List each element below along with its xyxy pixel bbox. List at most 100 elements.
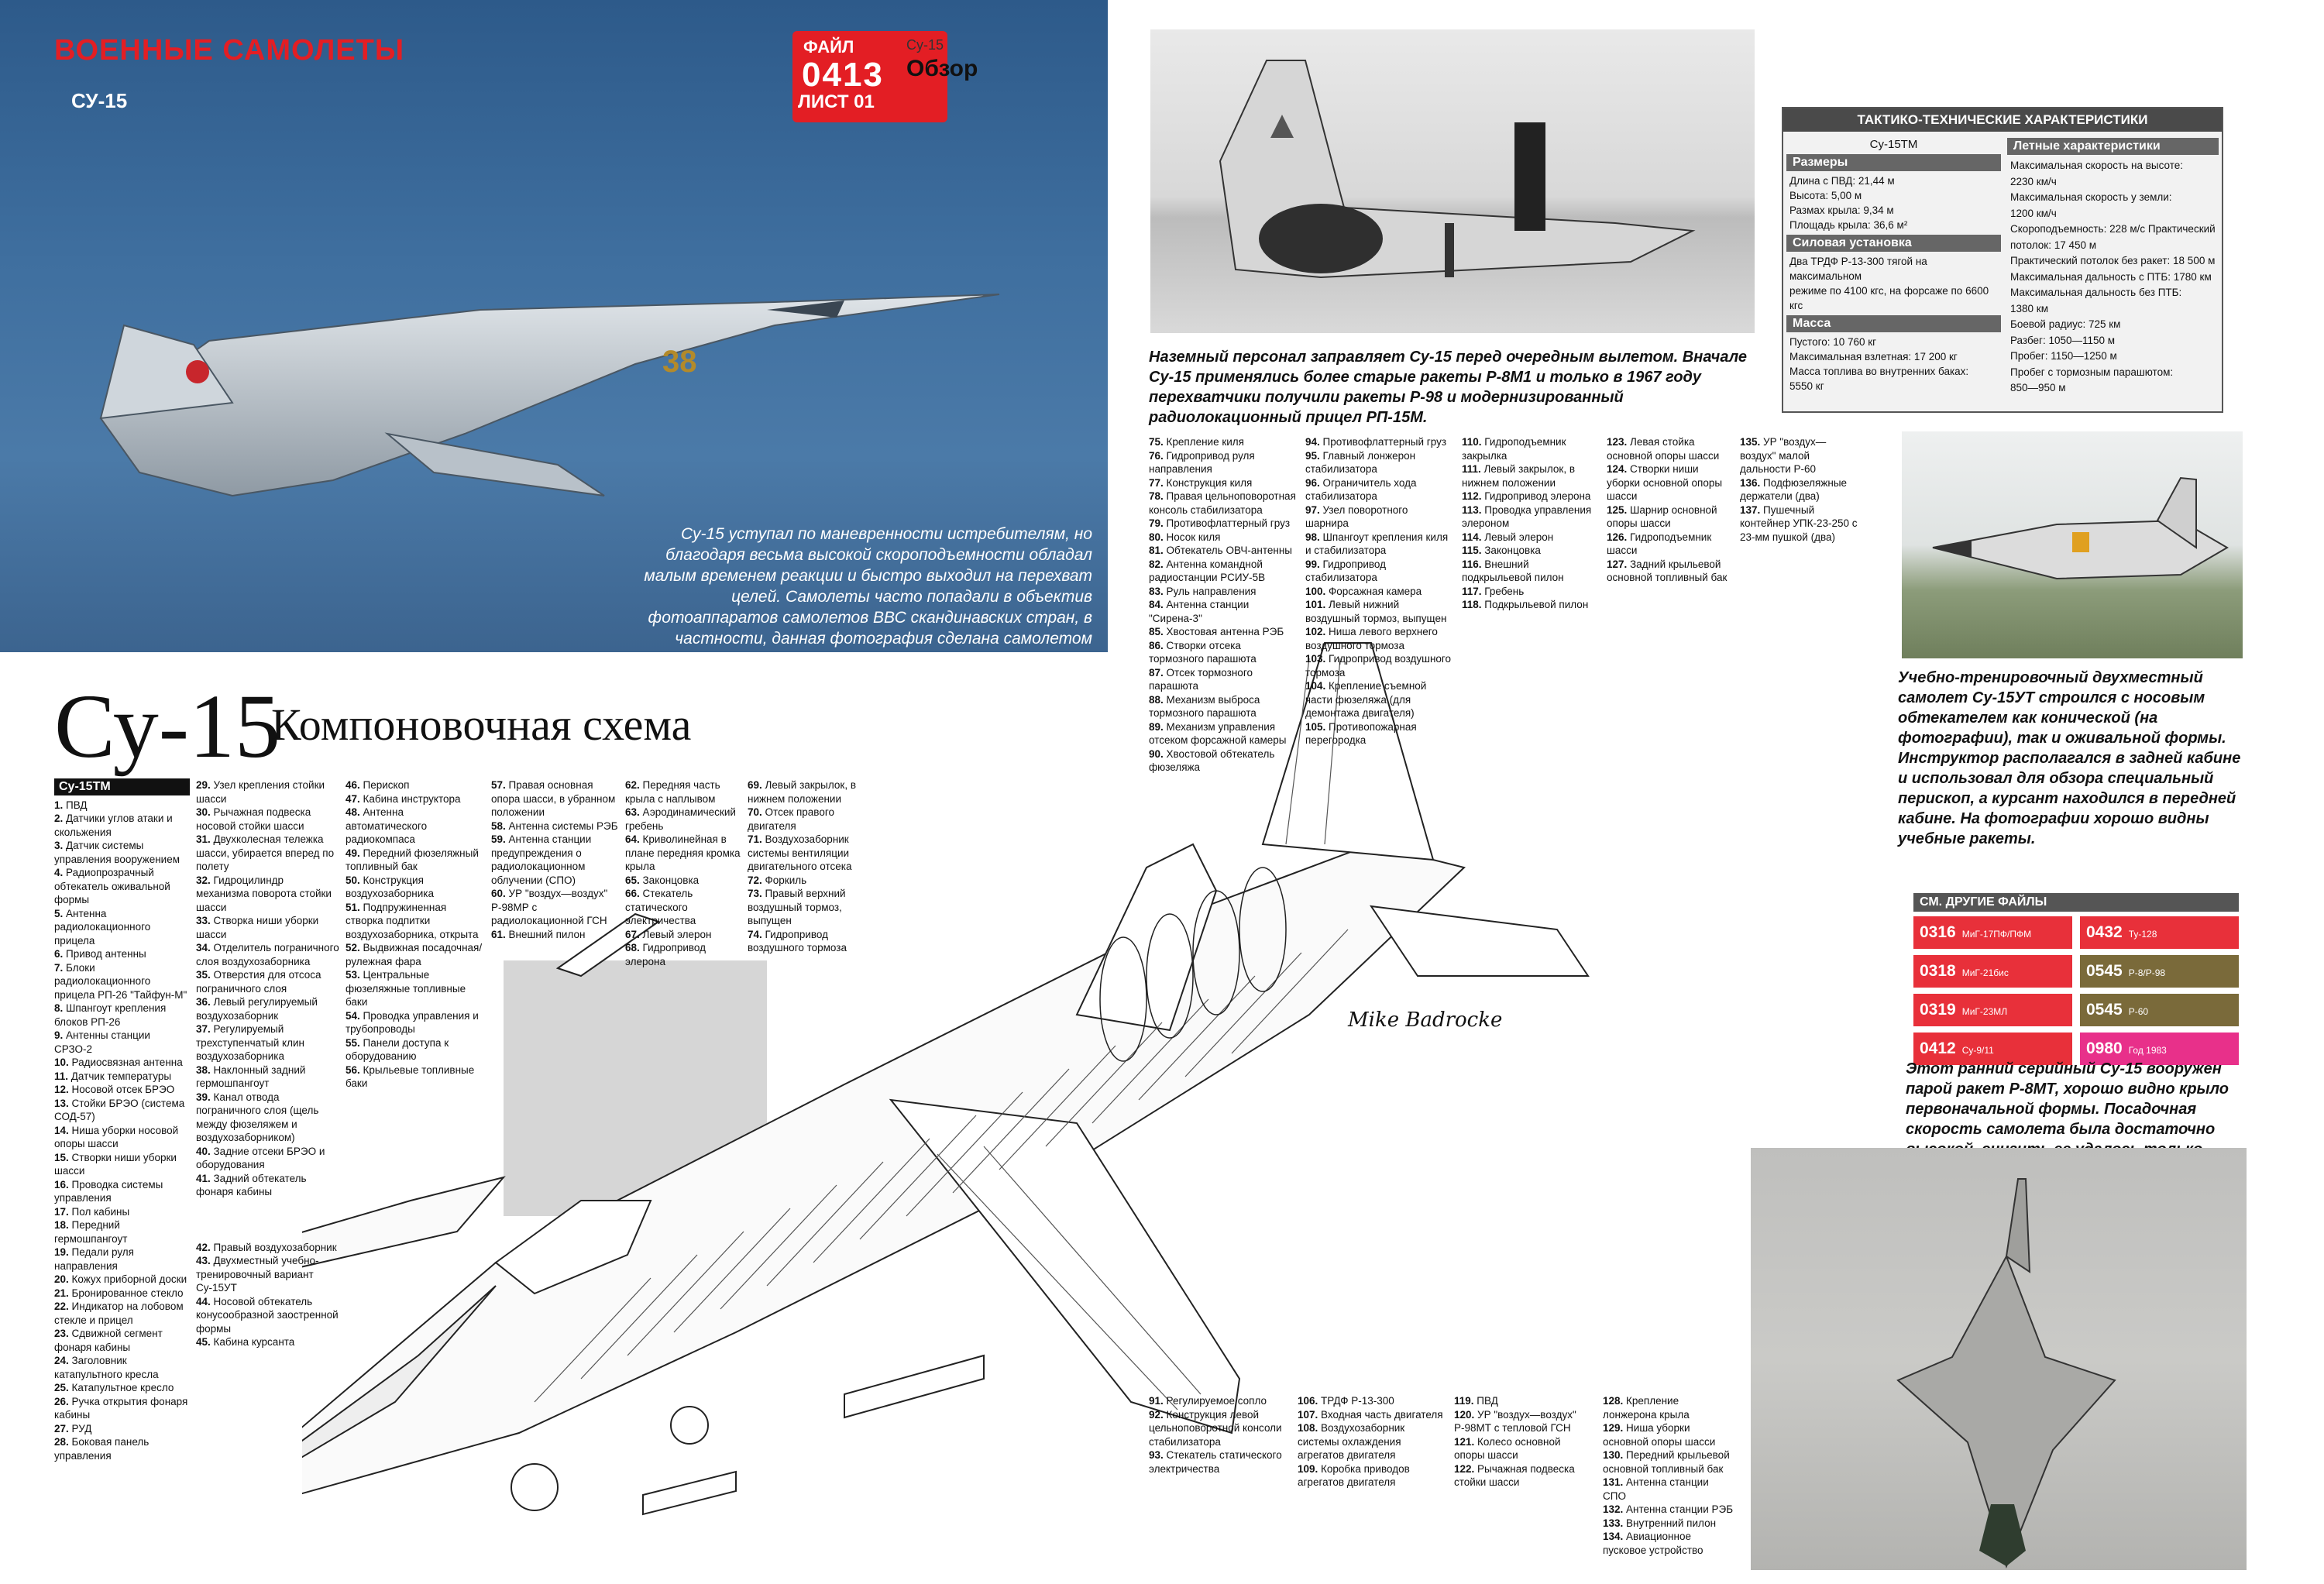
other-file-name: Год 1983 — [2128, 1045, 2167, 1056]
legend-item: 108. Воздухозаборник системы охлаждения … — [1298, 1422, 1405, 1461]
artist-signature: Mike Badrocke — [1347, 1008, 1502, 1032]
file-badge: ФАЙЛ 0413 — [792, 31, 947, 122]
aircraft-silhouette-flight: 38 — [99, 294, 1000, 497]
legend-item: 104. Крепление съемной части фюзеляжа (д… — [1305, 680, 1427, 719]
legend-item: 120. УР "воздух—воздух" Р-98МТ с теплово… — [1454, 1408, 1576, 1435]
performance-line: режиме по 4100 кгс, на форсаже по 6600 к… — [1789, 285, 1989, 311]
legend-item: 81. Обтекатель ОВЧ-антенны — [1149, 545, 1292, 556]
legend-item: 96. Ограничитель хода стабилизатора — [1305, 476, 1417, 503]
legend-item: 61. Внешний пилон — [491, 928, 586, 940]
legend-item: 88. Механизм выброса тормозного парашюта — [1149, 693, 1260, 720]
legend-item: 2. Датчики углов атаки и скольжения — [54, 813, 173, 838]
legend-item: 134. Авиационное пусковое устройство — [1603, 1531, 1703, 1556]
legend-item: 13. Стойки БРЭО (система СОД-57) — [54, 1097, 185, 1123]
photo-early-su15 — [1751, 1148, 2247, 1570]
aircraft-silhouette-parked — [1896, 1178, 2116, 1569]
legend-item: 11. Датчик температуры — [54, 1070, 172, 1082]
legend-item: 16. Проводка системы управления — [54, 1178, 163, 1204]
legend-item: 5. Антенна радиолокационного прицела — [54, 907, 151, 947]
performance-line: Площадь крыла: 36,6 м² — [1789, 219, 1908, 231]
legend-item: 118. Подкрыльевой пилон — [1462, 599, 1589, 610]
legend-item: 125. Шарнир основной опоры шасси — [1607, 503, 1717, 530]
other-file-name: МиГ-21бис — [1961, 967, 2009, 978]
legend-item: 97. Узел поворотного шарнира — [1305, 503, 1408, 530]
legend-top-column-5: 135. УР "воздух—воздух" малой дальности … — [1740, 435, 1860, 775]
legend-item: 48. Антенна автоматического радиокомпаса — [346, 806, 428, 845]
legend-item: 122. Рычажная подвеска стойки шасси — [1454, 1462, 1575, 1489]
legend-item: 17. Пол кабины — [54, 1205, 130, 1218]
file-section: Обзор — [906, 56, 978, 81]
legend-item — [196, 1199, 339, 1241]
legend-item: 50. Конструкция воздухозаборника — [346, 874, 435, 900]
performance-line: 1200 км/ч — [2010, 207, 2057, 219]
performance-line: потолок: 17 450 м — [2010, 239, 2097, 251]
other-file-number: 0316 — [1920, 923, 1956, 941]
legend-item: 115. Законцовка — [1462, 545, 1541, 556]
legend-item: 128. Крепление лонжерона крыла — [1603, 1395, 1690, 1421]
performance-line: Длина с ПВД: 21,44 м — [1789, 175, 1895, 187]
legend-item: 92. Конструкция левой цельноповоротной к… — [1149, 1408, 1282, 1448]
legend-item: 74. Гидропривод воздушного тормоза — [748, 928, 847, 954]
legend-item: 4. Радиопрозрачный обтекатель оживальной… — [54, 867, 170, 905]
legend-item: 114. Левый элерон — [1462, 531, 1554, 543]
legend-item: 14. Ниша уборки носовой опоры шасси — [54, 1124, 179, 1150]
file-ref: Су-15 — [906, 37, 944, 53]
legend-item: 73. Правый верхний воздушный тормоз, вып… — [748, 888, 846, 926]
legend-item: 45. Кабина курсанта — [196, 1336, 295, 1348]
legend-item: 15. Створки ниши уборки шасси — [54, 1151, 177, 1177]
other-file-number: 0545 — [2086, 962, 2123, 980]
legend-item: 19. Педали руля направления — [54, 1246, 134, 1272]
legend-item: 124. Створки ниши уборки основной опоры … — [1607, 463, 1723, 502]
legend-item: 49. Передний фюзеляжный топливный бак — [346, 847, 479, 873]
performance-line: Пробег: 1150—1250 м — [2010, 350, 2117, 362]
legend-item: 24. Заголовник катапультного кресла — [54, 1355, 159, 1380]
legend-item: 94. Противофлаттерный груз — [1305, 436, 1447, 448]
legend-item: 43. Двухместный учебно-тренировочный вар… — [196, 1255, 319, 1294]
legend-column-1: 1. ПВД 2. Датчики углов атаки и скольжени… — [54, 799, 190, 1463]
legend-item: 62. Передняя часть крыла с наплывом — [625, 779, 720, 805]
legend-item: 111. Левый закрылок, в нижнем положении — [1462, 463, 1576, 489]
legend-item: 59. Антенна станции предупреждения о рад… — [491, 833, 592, 886]
performance-line: Максимальная дальность с ПТБ: 1780 км — [2010, 270, 2212, 283]
performance-line: Максимальная скорость у земли: — [2010, 191, 2172, 203]
photo-mid-caption: Учебно-тренировочный двухместный самолет… — [1898, 669, 2241, 847]
performance-line: Два ТРДФ Р-13-300 тягой на максимальном — [1789, 256, 1927, 282]
legend-item: 6. Привод антенны — [54, 948, 146, 960]
page-subtitle: Компоновочная схема — [271, 699, 692, 750]
performance-line: Размах крыла: 9,34 м — [1789, 204, 1894, 216]
photo-su15ut — [1902, 431, 2243, 658]
legend-item: 18. Передний гермошпангоут — [54, 1219, 128, 1245]
legend-item: 33. Створка ниши уборки шасси — [196, 915, 319, 940]
performance-line: Пробег с тормозным парашютом: — [2010, 366, 2174, 378]
legend-item: 121. Колесо основной опоры шасси — [1454, 1435, 1561, 1462]
legend-item: 127. Задний крыльевой основной топливный… — [1607, 558, 1728, 584]
legend-item: 34. Отделитель пограничного слоя воздухо… — [196, 942, 339, 967]
legend-item: 71. Воздухозаборник системы вентиляции д… — [748, 833, 852, 872]
legend-item: 54. Проводка управления и трубопроводы — [346, 1009, 479, 1036]
legend-item: 72. Форкиль — [748, 874, 807, 886]
legend-item: 1. ПВД — [54, 799, 88, 811]
performance-line: Пустого: 10 760 кг — [1789, 336, 1877, 348]
other-file-name: Р-60 — [2128, 1006, 2149, 1017]
legend-item: 10. Радиосвязная антенна — [54, 1057, 183, 1068]
legend-item: 52. Выдвижная посадочная/рулежная фара — [346, 942, 483, 967]
legend-item: 103. Гидропривод воздушного тормоза — [1305, 653, 1452, 679]
